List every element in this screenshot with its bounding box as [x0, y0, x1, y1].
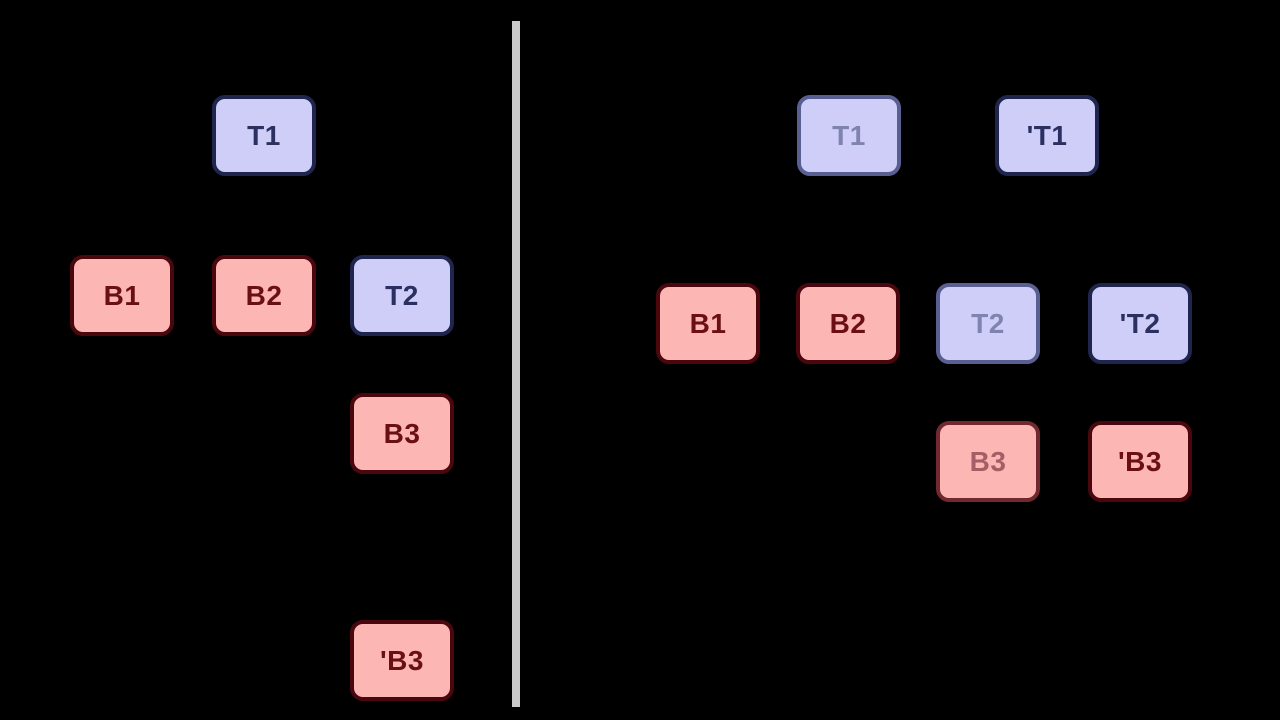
node-right-T2-old: T2 — [936, 283, 1040, 364]
node-right-B3-old: B3 — [936, 421, 1040, 502]
node-left-B2: B2 — [212, 255, 316, 336]
node-right-B2: B2 — [796, 283, 900, 364]
node-right-T1-old: T1 — [797, 95, 901, 176]
node-left-B3-prime: 'B3 — [350, 620, 454, 701]
node-right-T2-prime: 'T2 — [1088, 283, 1192, 364]
node-right-B1: B1 — [656, 283, 760, 364]
node-right-T1-prime: 'T1 — [995, 95, 1099, 176]
vertical-divider — [512, 21, 520, 707]
node-left-B1: B1 — [70, 255, 174, 336]
node-left-T2: T2 — [350, 255, 454, 336]
node-left-B3: B3 — [350, 393, 454, 474]
node-left-T1: T1 — [212, 95, 316, 176]
node-right-B3-prime: 'B3 — [1088, 421, 1192, 502]
